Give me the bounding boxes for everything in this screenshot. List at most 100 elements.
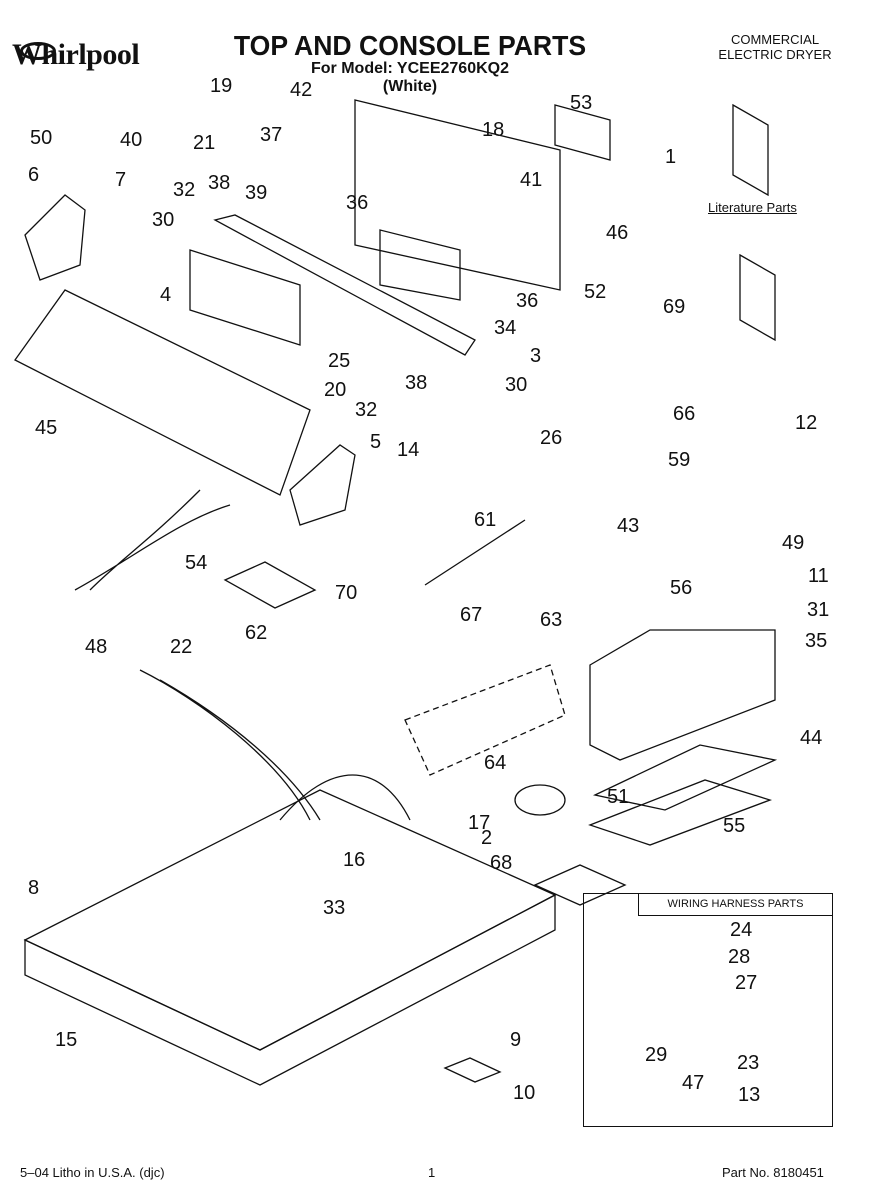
rod-part [424, 519, 526, 586]
control-rail-part [213, 214, 476, 356]
callout-66: 66 [673, 403, 696, 425]
console-panel-part [354, 99, 561, 291]
callout-6: 6 [28, 164, 40, 186]
callout-30-b: 30 [505, 374, 528, 396]
console-part [14, 289, 311, 496]
wiring-harness-parts-box [583, 893, 833, 1127]
callout-25: 25 [328, 350, 351, 372]
callout-20: 20 [324, 379, 347, 401]
product-type: COMMERCIAL ELECTRIC DRYER [700, 32, 850, 62]
cup-part [514, 784, 566, 816]
callout-32-b: 32 [355, 399, 378, 421]
brand-logo: Whirlpool [12, 38, 140, 71]
callout-32: 32 [173, 179, 196, 201]
callout-1: 1 [665, 146, 677, 168]
model-line: For Model: YCEE2760KQ2 [311, 60, 509, 77]
callout-27: 27 [735, 972, 758, 994]
callout-70: 70 [335, 582, 358, 604]
control-board-part [189, 249, 301, 346]
callout-48: 48 [85, 636, 108, 658]
installation-instructions-icon [739, 253, 776, 342]
callout-37: 37 [260, 124, 283, 146]
callout-18: 18 [482, 119, 505, 141]
end-cap-right-part [289, 444, 356, 526]
callout-59: 59 [668, 449, 691, 471]
wire-harness-part [74, 489, 231, 591]
callout-24: 24 [730, 919, 753, 941]
product-line-2: ELECTRIC DRYER [718, 47, 832, 62]
end-cap-part [24, 194, 86, 281]
callout-69: 69 [663, 296, 686, 318]
wiring-harness-title: WIRING HARNESS PARTS [638, 893, 832, 916]
callout-50: 50 [30, 127, 53, 149]
callout-13: 13 [738, 1084, 761, 1106]
callout-11: 11 [808, 565, 829, 587]
callout-15: 15 [55, 1029, 78, 1051]
whirlpool-logo-mark-icon [20, 42, 56, 60]
callout-7: 7 [115, 169, 127, 191]
callout-38-b: 38 [405, 372, 428, 394]
callout-41: 41 [520, 169, 543, 191]
callout-31: 31 [807, 599, 830, 621]
page-number: 1 [428, 1165, 436, 1180]
callout-5: 5 [370, 431, 382, 453]
callout-10: 10 [513, 1082, 536, 1104]
callout-53: 53 [570, 92, 593, 114]
callout-30: 30 [152, 209, 175, 231]
callout-34: 34 [494, 317, 517, 339]
callout-64: 64 [484, 752, 507, 774]
top-panel-side [24, 893, 556, 1086]
callout-54: 54 [185, 552, 208, 574]
callout-49: 49 [782, 532, 805, 554]
callout-22: 22 [170, 636, 193, 658]
callout-68: 68 [490, 852, 513, 874]
callout-40: 40 [120, 129, 143, 151]
part-number: Part No. 8180451 [722, 1165, 824, 1180]
wire-harness-main-part [139, 669, 411, 821]
color-line: (White) [382, 78, 438, 95]
pad-part [223, 561, 317, 609]
callout-12: 12 [795, 412, 818, 434]
callout-23: 23 [737, 1052, 760, 1074]
callout-38: 38 [208, 172, 231, 194]
callout-8: 8 [28, 877, 40, 899]
callout-19: 19 [210, 75, 233, 97]
callout-55: 55 [723, 815, 746, 837]
literature-parts-label: Literature Parts [708, 200, 797, 215]
callout-43: 43 [617, 515, 640, 537]
page-title: TOP AND CONSOLE PARTS [233, 30, 587, 61]
pad-part-2 [533, 864, 627, 906]
callout-61: 61 [474, 509, 497, 531]
callout-39: 39 [245, 182, 268, 204]
literature-booklet-icon [732, 103, 769, 197]
litho-note: 5–04 Litho in U.S.A. (djc) [20, 1165, 165, 1180]
callout-36: 36 [346, 192, 369, 214]
callout-45: 45 [35, 417, 58, 439]
callout-9: 9 [510, 1029, 522, 1051]
bracket-part [554, 104, 611, 161]
base-plate-part [588, 779, 773, 846]
callout-29: 29 [645, 1044, 668, 1066]
callout-56: 56 [670, 577, 693, 599]
callout-14: 14 [397, 439, 420, 461]
callout-3: 3 [530, 345, 542, 367]
housing-part [589, 629, 776, 761]
callout-42: 42 [290, 79, 313, 101]
callout-47: 47 [682, 1072, 705, 1094]
callout-44: 44 [800, 727, 823, 749]
product-line-1: COMMERCIAL [730, 32, 820, 47]
callout-2: 2 [481, 827, 493, 849]
callout-67: 67 [460, 604, 483, 626]
callout-28: 28 [728, 946, 751, 968]
callout-52: 52 [584, 281, 607, 303]
callout-26: 26 [540, 427, 563, 449]
callout-4: 4 [160, 284, 172, 306]
callout-35: 35 [805, 630, 828, 652]
console-mount-part [379, 229, 461, 301]
callout-16: 16 [343, 849, 366, 871]
callout-51: 51 [607, 786, 630, 808]
callout-63: 63 [540, 609, 563, 631]
callout-62: 62 [245, 622, 268, 644]
callout-36-b: 36 [516, 290, 539, 312]
